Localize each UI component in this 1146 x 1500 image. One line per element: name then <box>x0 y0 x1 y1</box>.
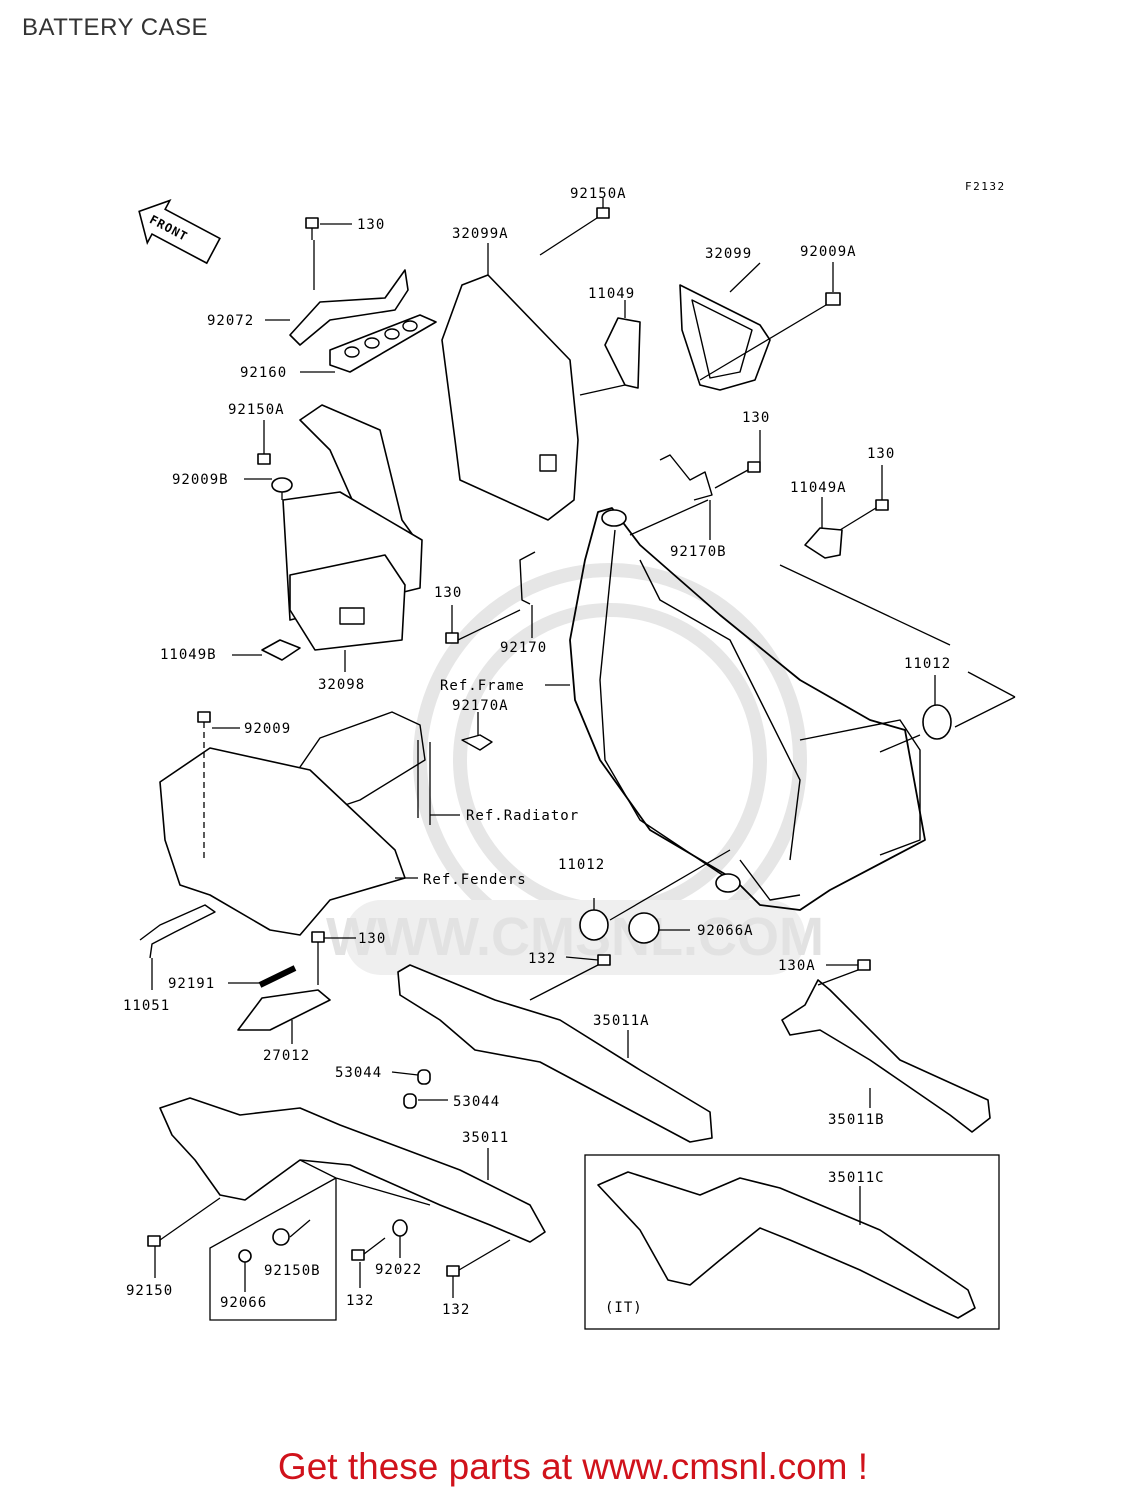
bolt-92150A-left <box>257 453 271 465</box>
label-92022: 92022 <box>375 1262 422 1278</box>
battery-case-32098 <box>282 491 423 651</box>
bolt-130A <box>857 959 871 971</box>
bolt-130-top <box>305 217 319 240</box>
label-11049: 11049 <box>588 286 635 302</box>
bolt-92150 <box>147 1235 161 1247</box>
screw-92009B <box>271 477 293 493</box>
washer-92066 <box>238 1249 252 1263</box>
battery-cover-32099A <box>441 274 579 521</box>
label-92170: 92170 <box>500 640 547 656</box>
bolt-92150A-top <box>596 207 610 219</box>
label-35011B: 35011B <box>828 1112 885 1128</box>
screw-92009A <box>825 292 841 306</box>
ring-11012-top <box>922 704 952 740</box>
label-92150: 92150 <box>126 1283 173 1299</box>
bolt-130-mid <box>747 461 761 473</box>
label-92150B: 92150B <box>264 1263 321 1279</box>
bracket-35011C <box>597 1171 976 1319</box>
label-132-a: 132 <box>346 1293 374 1309</box>
bracket-11049 <box>604 317 641 389</box>
cap-92066A <box>628 912 660 944</box>
cap-11012-mid <box>579 909 609 941</box>
label-130-top: 130 <box>357 217 385 233</box>
screw-92009 <box>197 711 211 723</box>
variant-box <box>584 1154 1000 1330</box>
cap-53044-b <box>403 1093 417 1109</box>
cta-link[interactable]: Get these parts at www.cmsnl.com ! <box>277 1446 869 1487</box>
bracket-35011 <box>159 1097 546 1243</box>
clip-92170B <box>659 454 713 501</box>
bracket-11051 <box>139 904 216 959</box>
label-92160: 92160 <box>240 365 287 381</box>
label-92072: 92072 <box>207 313 254 329</box>
label-130-lower: 130 <box>434 585 462 601</box>
label-92170A: 92170A <box>452 698 509 714</box>
label-11051: 11051 <box>123 998 170 1014</box>
bolt-130-tray <box>311 931 325 943</box>
label-53044-a: 53044 <box>335 1065 382 1081</box>
bracket-35011A <box>397 964 713 1143</box>
watermark-text: WWW.CMSNL.COM <box>326 907 824 967</box>
label-11049A: 11049A <box>790 480 847 496</box>
bracket-11049A <box>804 527 843 559</box>
label-35011C: 35011C <box>828 1170 885 1186</box>
label-130-mid: 130 <box>742 410 770 426</box>
inset-box <box>209 1177 337 1321</box>
label-11012-mid: 11012 <box>558 857 605 873</box>
rubber-27012 <box>237 989 331 1031</box>
bracket-92072 <box>289 269 409 346</box>
bolt-132-top <box>597 954 611 966</box>
parts-diagram: WWW.CMSNL.COM F2132 FRONT <box>123 180 1016 1330</box>
bolt-132-b <box>446 1265 460 1277</box>
bracket-35011B <box>781 979 991 1133</box>
label-132-top: 132 <box>528 951 556 967</box>
front-arrow-icon: FRONT <box>138 199 221 265</box>
page-title: BATTERY CASE <box>22 14 209 41</box>
label-35011: 35011 <box>462 1130 509 1146</box>
part-labels: 130 92150A 32099A 32099 92009A 92072 110… <box>123 186 951 1318</box>
label-92170B: 92170B <box>670 544 727 560</box>
watermark: WWW.CMSNL.COM <box>326 563 824 975</box>
label-35011A: 35011A <box>593 1013 650 1029</box>
label-130-right: 130 <box>867 446 895 462</box>
label-92066: 92066 <box>220 1295 267 1311</box>
bolt-130-lower <box>445 632 459 644</box>
figure-code: F2132 <box>965 180 1006 193</box>
label-92150A-left: 92150A <box>228 402 285 418</box>
label-27012: 27012 <box>263 1048 310 1064</box>
bolt-92150B <box>272 1228 290 1246</box>
leader-lines <box>151 198 1016 1298</box>
label-it-note: (IT) <box>605 1300 643 1316</box>
label-ref-radiator: Ref.Radiator <box>466 808 579 824</box>
label-92009: 92009 <box>244 721 291 737</box>
label-92009B: 92009B <box>172 472 229 488</box>
label-11049B: 11049B <box>160 647 217 663</box>
battery-tray <box>159 747 406 936</box>
label-32098: 32098 <box>318 677 365 693</box>
label-32099: 32099 <box>705 246 752 262</box>
holder-92160 <box>329 314 437 373</box>
clip-92170A <box>461 734 493 751</box>
label-ref-frame: Ref.Frame <box>440 678 525 694</box>
label-53044-b: 53044 <box>453 1094 500 1110</box>
label-130-tray: 130 <box>358 931 386 947</box>
label-11012-top: 11012 <box>904 656 951 672</box>
label-92150A-top: 92150A <box>570 186 627 202</box>
cap-53044-a <box>417 1069 431 1085</box>
washer-92022 <box>392 1219 408 1237</box>
frame <box>569 507 926 911</box>
label-130A: 130A <box>778 958 816 974</box>
side-cover-32099 <box>679 284 771 391</box>
bolt-130-right <box>875 499 889 511</box>
clip-92170 <box>519 551 536 605</box>
label-ref-fenders: Ref.Fenders <box>423 872 527 888</box>
label-132-b: 132 <box>442 1302 470 1318</box>
clip-11049B <box>261 639 301 661</box>
label-92009A: 92009A <box>800 244 857 260</box>
label-92191: 92191 <box>168 976 215 992</box>
label-32099A: 32099A <box>452 226 509 242</box>
label-92066A: 92066A <box>697 923 754 939</box>
bolt-132-a <box>351 1249 365 1261</box>
pin-92191 <box>258 965 297 988</box>
